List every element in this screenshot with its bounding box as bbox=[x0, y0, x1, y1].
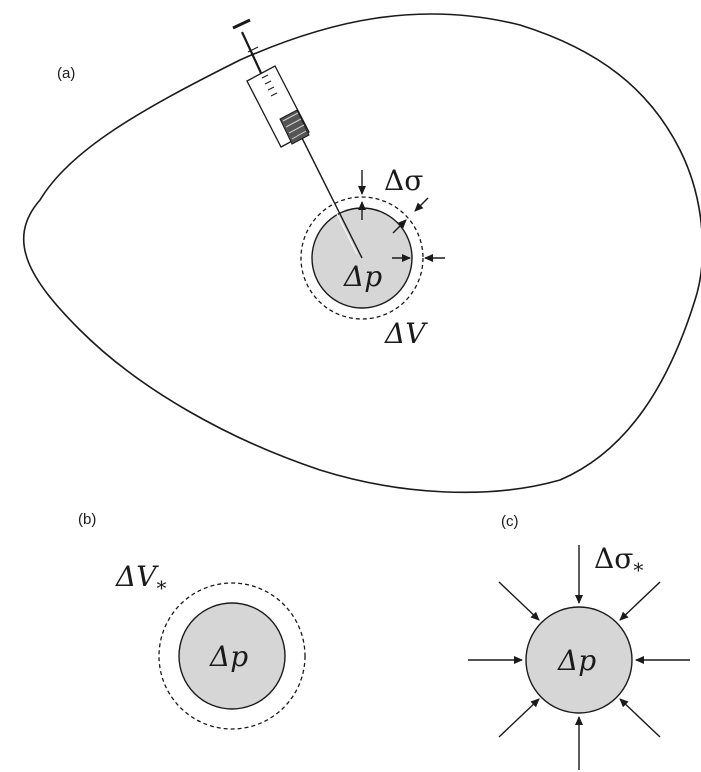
volume-subscript-b: * bbox=[156, 576, 166, 600]
volume-symbol-b: ΔV bbox=[115, 560, 159, 593]
stress-label-c: Δσ* bbox=[594, 542, 643, 582]
outer-dashed-boundary-b bbox=[158, 582, 306, 730]
stress-label-a: Δσ bbox=[384, 164, 423, 197]
panel-a-label: (a) bbox=[57, 65, 75, 82]
stress-subscript-c: * bbox=[633, 558, 643, 582]
pressure-label-c: Δp bbox=[557, 644, 596, 677]
fluid-pocket-c bbox=[525, 606, 633, 714]
panel-b-label: (b) bbox=[78, 511, 96, 528]
volume-label-b: ΔV* bbox=[115, 560, 166, 600]
stress-arrows-c bbox=[468, 545, 690, 770]
tissue-boundary bbox=[23, 13, 701, 494]
outer-dashed-boundary-a bbox=[300, 196, 424, 320]
stress-arrows-a bbox=[358, 170, 445, 262]
syringe bbox=[232, 18, 363, 259]
stress-symbol-c: Δσ bbox=[594, 542, 633, 575]
volume-label-a: ΔV bbox=[384, 317, 428, 350]
pressure-label-a: Δp bbox=[343, 260, 382, 293]
panel-c-label: (c) bbox=[501, 513, 519, 530]
fluid-pocket-b bbox=[178, 602, 286, 710]
pressure-label-b: Δp bbox=[209, 640, 248, 673]
